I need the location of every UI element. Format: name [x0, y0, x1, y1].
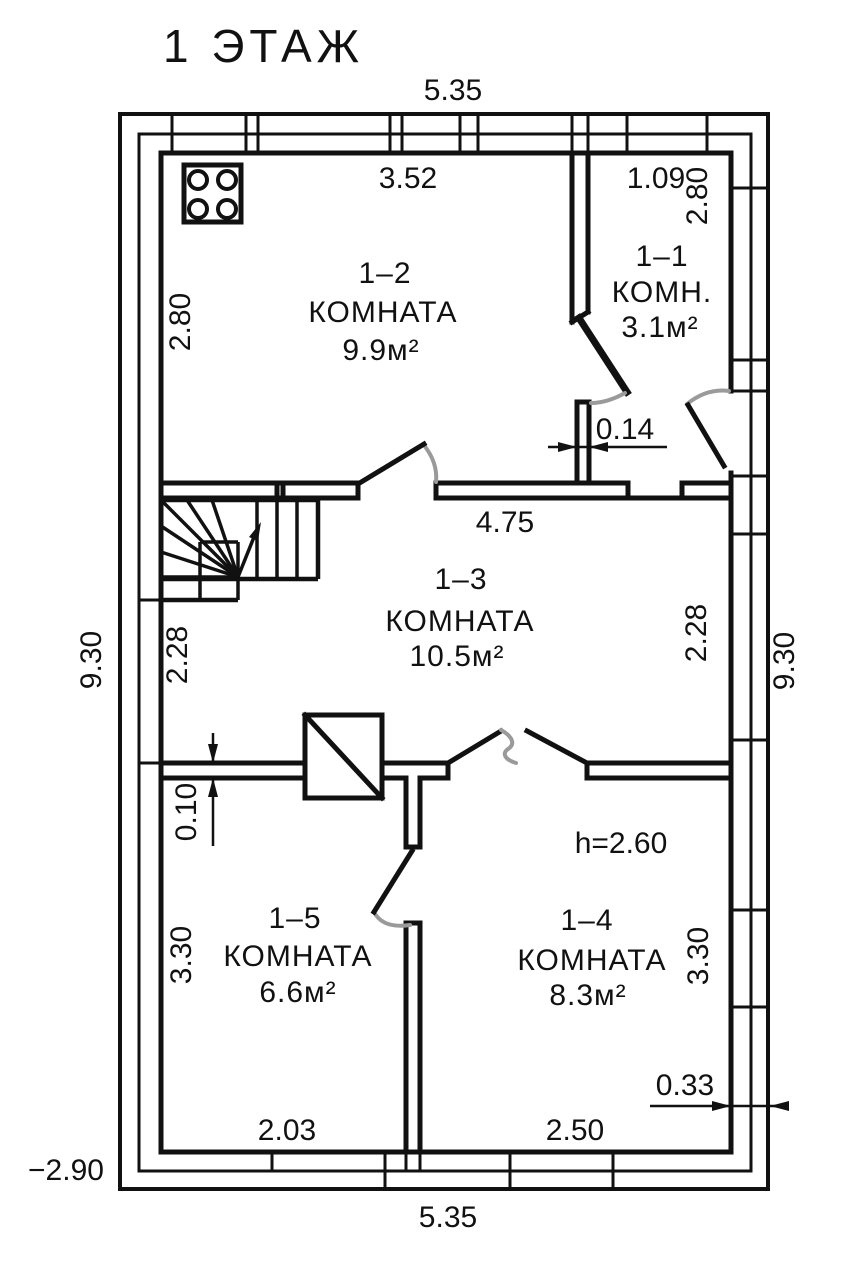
- dim-room15-bottom: 2.03: [258, 1114, 316, 1147]
- room-1-4-number: 1–4: [560, 904, 613, 937]
- vent-shaft-symbol: [301, 711, 386, 802]
- staircase: [159, 497, 321, 603]
- dim-room11-top: 1.09: [627, 162, 685, 195]
- dim-hall-right: 2.28: [680, 604, 713, 662]
- dim-room11-right: 2.80: [681, 167, 714, 225]
- room-1-2-type: КОМНАТА: [308, 296, 457, 329]
- partition-room15-room14: [403, 775, 423, 1155]
- dim-wall-thickness: 0.33: [656, 1069, 714, 1102]
- dim-right-total: 9.30: [768, 632, 801, 690]
- dimension-lines: [208, 442, 789, 1111]
- dim-top-width: 5.35: [424, 74, 482, 107]
- door-arc-room11-right: [685, 388, 731, 406]
- room-1-4-area: 8.3м²: [549, 979, 626, 1012]
- dim-stub-thickness: 0.14: [596, 413, 654, 446]
- room-1-1-area: 3.1м²: [621, 311, 698, 344]
- dim-left-total: 9.30: [75, 631, 108, 689]
- dim-room12-left: 2.80: [164, 293, 197, 351]
- page-title: 1 ЭТАЖ: [163, 20, 364, 72]
- dim-bottom-width: 5.35: [419, 1201, 477, 1234]
- room-1-3-number: 1–3: [434, 563, 487, 596]
- partition-room11: [568, 150, 632, 397]
- room-1-3-area: 10.5м²: [409, 640, 504, 673]
- door-arc-room11-left: [589, 391, 627, 405]
- room-1-1-type: КОМН.: [612, 276, 712, 309]
- door-arc-room15: [372, 910, 412, 928]
- dim-hall-left: 2.28: [161, 626, 194, 684]
- door-leaf-room15: [370, 847, 416, 916]
- door-leaf-room12: [354, 440, 428, 488]
- partition-lower-band: [158, 727, 734, 781]
- dim-partition-thickness: 0.10: [170, 783, 203, 841]
- room-1-2-number: 1–2: [358, 257, 411, 290]
- opening-break-mark: [499, 728, 518, 765]
- middle-wall-line: [137, 132, 753, 1173]
- doors: [354, 388, 731, 928]
- exterior-walls: [118, 112, 770, 1191]
- door-leaf-room11: [684, 401, 728, 470]
- room-1-5-number: 1–5: [268, 902, 321, 935]
- room-1-2-area: 9.9м²: [342, 334, 419, 367]
- labels: 1 ЭТАЖ 5.35 5.35 9.30 9.30 −2.90 3.52 1.…: [28, 20, 801, 1234]
- dim-room14-bottom: 2.50: [546, 1114, 604, 1147]
- ceiling-height-note: h=2.60: [575, 827, 668, 860]
- dim-level-mark: −2.90: [28, 1154, 104, 1187]
- room-1-4-type: КОМНАТА: [517, 944, 666, 977]
- room-1-3-type: КОМНАТА: [385, 605, 534, 638]
- door-arc-room12: [421, 442, 439, 484]
- outer-wall-line: [118, 112, 770, 1191]
- room-1-5-area: 6.6м²: [259, 976, 336, 1009]
- wall-ticks: [139, 112, 770, 1191]
- dim-room12-top: 3.52: [379, 162, 437, 195]
- partition-upper-band: [158, 399, 734, 501]
- dim-room15-left: 3.30: [165, 926, 198, 984]
- stove-symbol: [181, 162, 244, 225]
- room-1-5-type: КОМНАТА: [223, 940, 372, 973]
- dim-room14-right: 3.30: [682, 927, 715, 985]
- room-1-1-number: 1–1: [635, 240, 688, 273]
- stair-direction-arrow: [236, 531, 258, 578]
- dim-hall-top: 4.75: [476, 506, 534, 539]
